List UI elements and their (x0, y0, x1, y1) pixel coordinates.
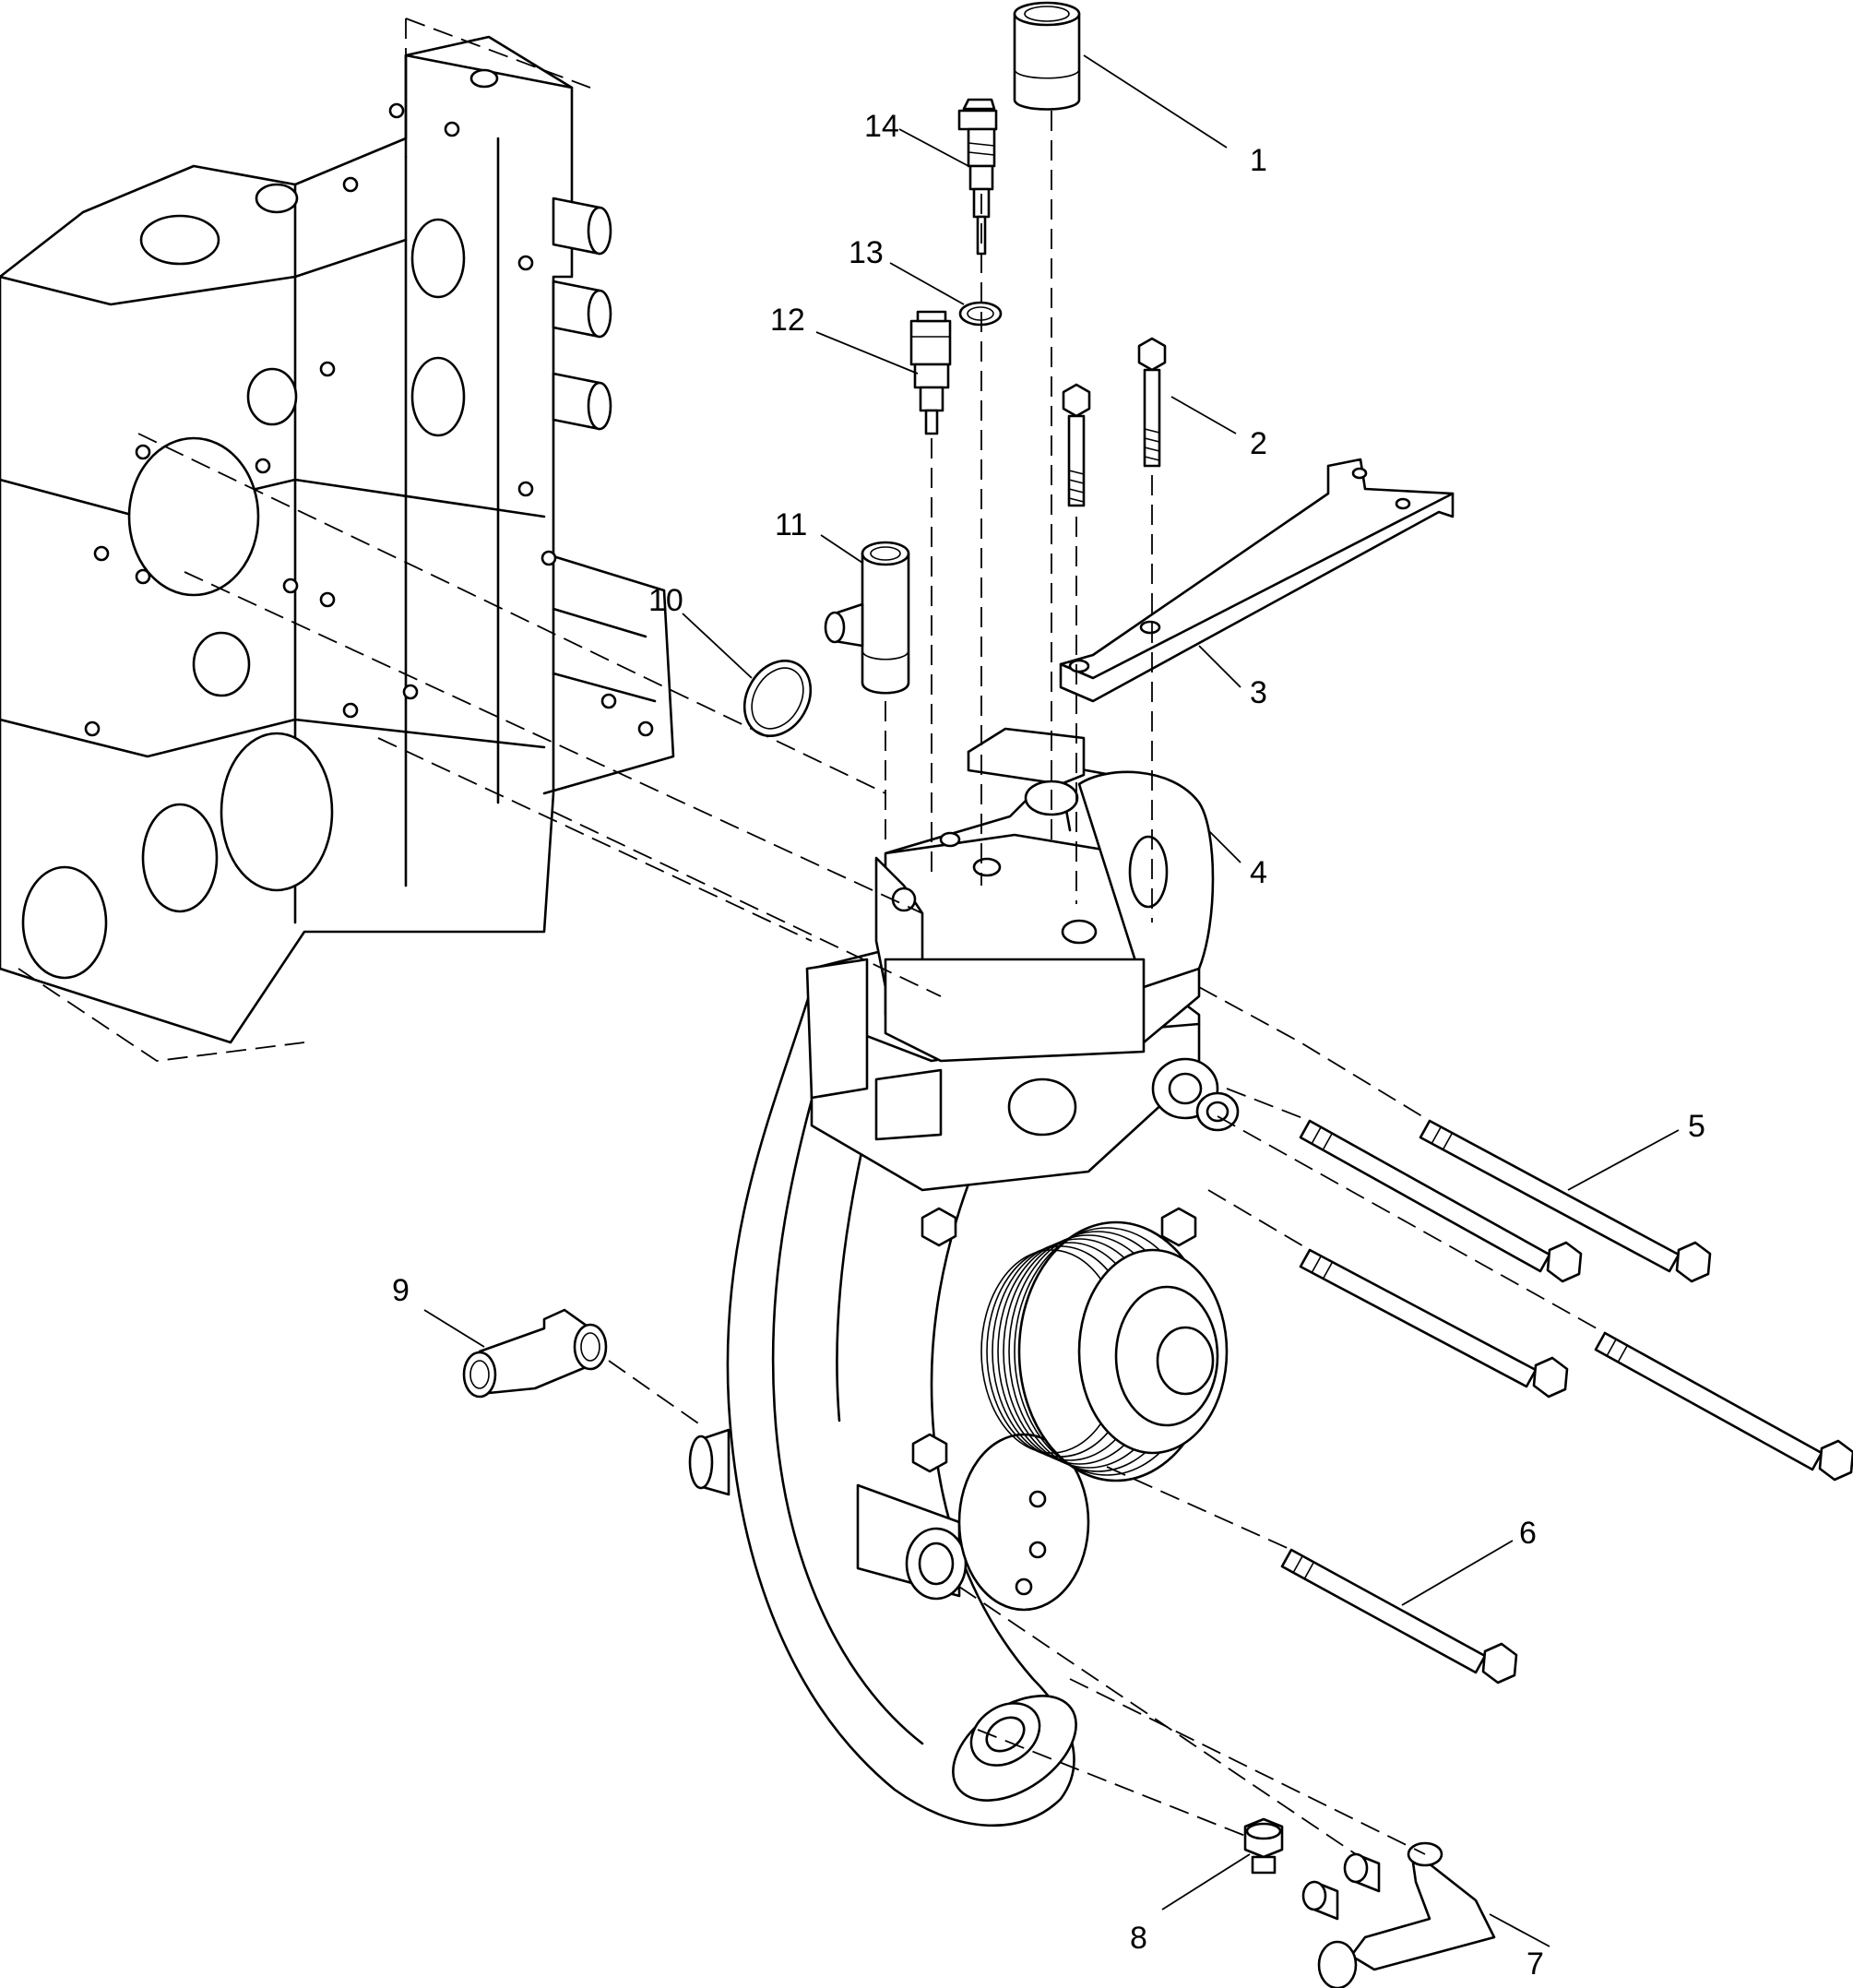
callout-7: 7 (1526, 1946, 1544, 1982)
part-9-elbow (462, 1308, 608, 1399)
water-pump-assembly (688, 727, 1240, 1827)
part-3-bracket (1059, 458, 1455, 703)
callout-12: 12 (770, 303, 805, 338)
part-5-bolts (1299, 1119, 1853, 1482)
callout-2: 2 (1250, 426, 1267, 461)
engine-block (0, 18, 675, 1062)
leader-lines (423, 54, 1680, 1947)
callout-11: 11 (775, 507, 807, 542)
part-8-plug (1243, 1817, 1284, 1875)
callout-13: 13 (849, 235, 884, 270)
callout-8: 8 (1130, 1921, 1147, 1956)
part-6-bolt (1280, 1548, 1518, 1684)
pulley (980, 1220, 1229, 1482)
part-10-o-ring (742, 659, 813, 738)
part-11-tee-fitting (824, 541, 910, 695)
part-12-sender (909, 310, 952, 435)
assembly-paths (137, 111, 1606, 1855)
part-2-bolts (1062, 337, 1167, 507)
part-7-pipe (1301, 1841, 1496, 1988)
callout-14: 14 (864, 109, 899, 144)
part-13-seal-ring (958, 301, 1003, 327)
part-14-sensor (957, 98, 998, 256)
callout-labels: 1 2 3 4 5 6 7 8 9 10 11 12 13 14 (392, 109, 1705, 1982)
callout-4: 4 (1250, 855, 1267, 890)
part-1-sleeve (1013, 1, 1081, 111)
callout-3: 3 (1250, 675, 1267, 710)
callout-9: 9 (392, 1273, 410, 1308)
callout-1: 1 (1250, 143, 1267, 178)
callout-6: 6 (1519, 1516, 1537, 1551)
callout-10: 10 (648, 583, 683, 618)
callout-5: 5 (1688, 1109, 1705, 1144)
